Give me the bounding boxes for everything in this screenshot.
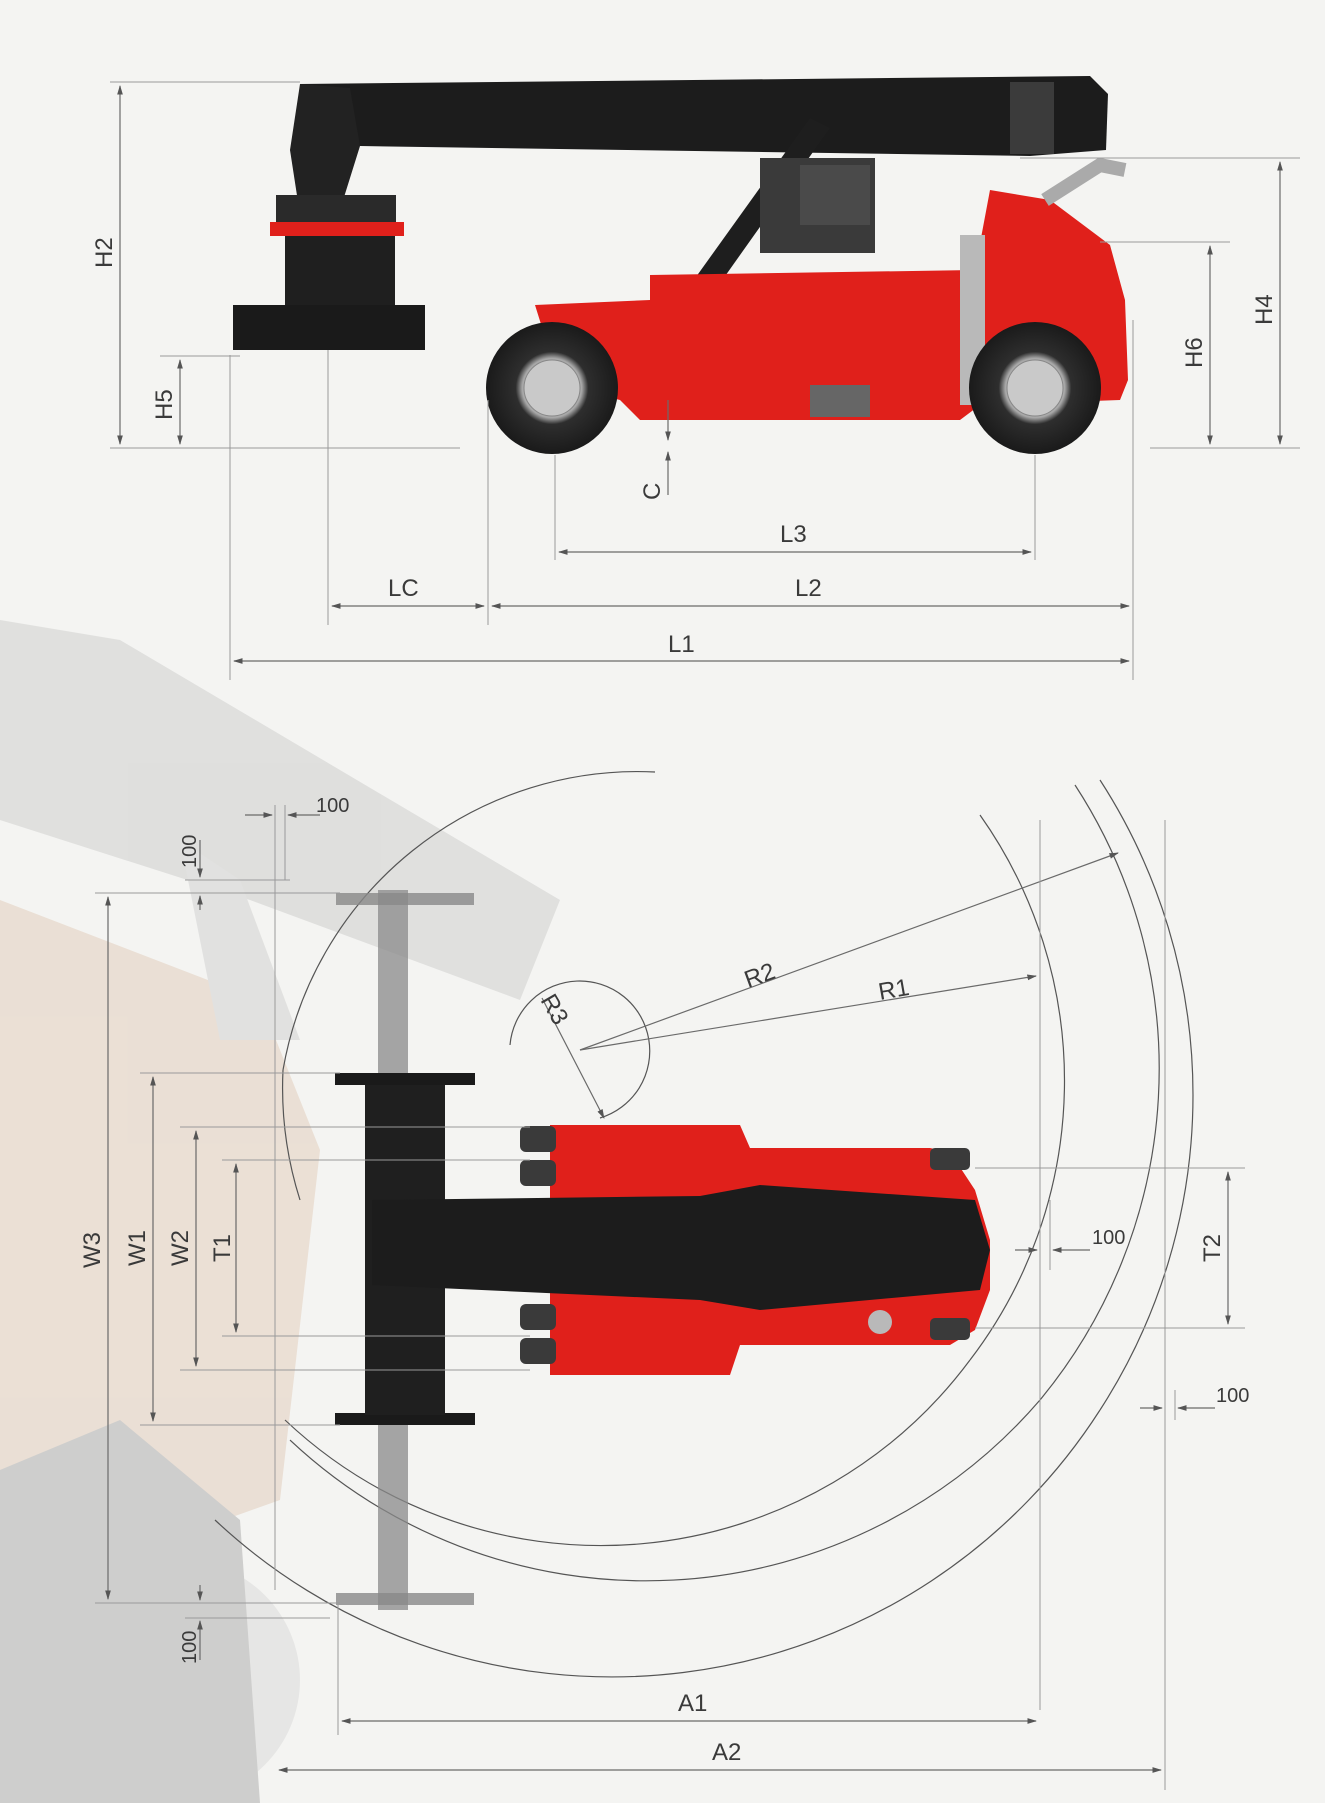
label-L1: L1 — [668, 631, 695, 658]
label-H5: H5 — [151, 389, 178, 420]
label-R3: R3 — [535, 990, 574, 1030]
label-R1: R1 — [876, 974, 911, 1006]
label-H4: H4 — [1251, 294, 1278, 325]
clearance-front-outer: 100 — [1216, 1385, 1249, 1407]
label-A2: A2 — [712, 1739, 741, 1766]
turning-circles — [214, 770, 1194, 1678]
label-L2: L2 — [795, 575, 822, 602]
label-R2: R2 — [741, 958, 779, 994]
label-H6: H6 — [1181, 337, 1208, 368]
clearance-bottom-vertical: 100 — [179, 1631, 201, 1664]
label-L3: L3 — [780, 521, 807, 548]
label-LC: LC — [388, 575, 419, 602]
side-view-machine — [233, 76, 1128, 454]
label-T1: T1 — [209, 1234, 236, 1262]
label-H2: H2 — [91, 237, 118, 268]
label-W2: W2 — [167, 1230, 194, 1266]
clearance-front: 100 — [1092, 1227, 1125, 1249]
label-T2: T2 — [1199, 1234, 1226, 1262]
clearance-top-horizontal: 100 — [316, 795, 349, 817]
clearance-top-vertical: 100 — [179, 835, 201, 868]
top-view-machine — [335, 890, 990, 1610]
side-view-dimensions — [110, 81, 1300, 680]
label-W1: W1 — [124, 1230, 151, 1266]
label-C: C — [639, 483, 666, 500]
label-A1: A1 — [678, 1690, 707, 1717]
top-view-dimensions — [95, 805, 1245, 1790]
label-W3: W3 — [79, 1232, 106, 1268]
